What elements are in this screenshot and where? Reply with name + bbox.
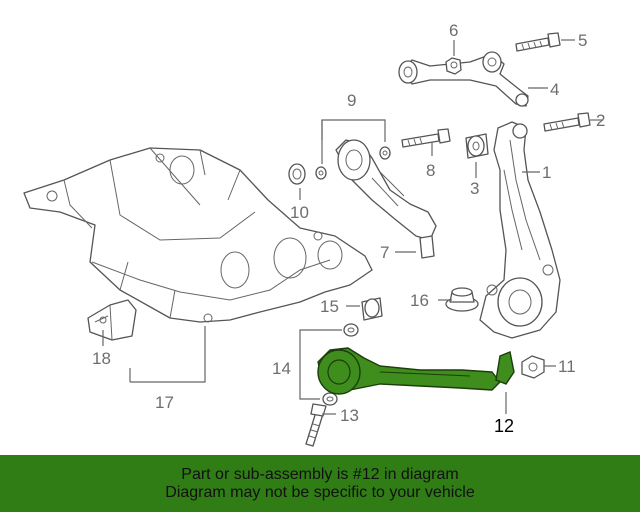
callout-6: 6 — [449, 21, 458, 40]
bushing-part-15[interactable] — [361, 297, 383, 321]
callout-16: 16 — [410, 291, 429, 310]
lower-control-arm-part-12[interactable] — [317, 347, 515, 395]
subframe-part-17[interactable] — [23, 147, 373, 323]
bolt-part-2[interactable] — [543, 112, 591, 132]
callout-14: 14 — [272, 359, 291, 378]
banner-line-part-note: Part or sub-assembly is #12 in diagram — [181, 465, 459, 483]
callout-11: 11 — [558, 357, 576, 376]
part-info-banner: Part or sub-assembly is #12 in diagram D… — [0, 455, 640, 512]
callout-1: 1 — [542, 163, 551, 182]
callout-18: 18 — [92, 349, 111, 368]
callout-7: 7 — [380, 243, 389, 262]
callout-2: 2 — [596, 111, 605, 130]
nut-part-11[interactable] — [521, 355, 545, 379]
washer-pair-part-14[interactable] — [322, 323, 359, 406]
steering-knuckle-part-1[interactable] — [479, 121, 561, 339]
callout-10: 10 — [290, 203, 309, 222]
upper-control-arm-part-4[interactable] — [398, 51, 529, 107]
nut-part-6[interactable] — [445, 57, 462, 75]
banner-line-disclaimer: Diagram may not be specific to your vehi… — [165, 483, 475, 501]
mount-bracket-part-18[interactable] — [87, 299, 137, 341]
leader-lines — [102, 39, 602, 415]
callout-17: 17 — [155, 393, 174, 412]
bushing-part-3[interactable] — [465, 133, 489, 159]
callout-3: 3 — [470, 179, 479, 198]
bolt-part-13[interactable] — [305, 403, 327, 447]
lower-arm-part-7[interactable] — [335, 139, 437, 259]
front-suspension-diagram: 2 1 3 4 5 6 7 8 9 10 11 12 13 14 15 16 1… — [23, 21, 605, 447]
callout-5: 5 — [578, 31, 587, 50]
callout-9: 9 — [347, 91, 356, 110]
callout-13: 13 — [340, 406, 359, 425]
bolt-part-8[interactable] — [401, 128, 451, 148]
callout-12: 12 — [494, 416, 514, 436]
callout-15: 15 — [320, 297, 339, 316]
callout-4: 4 — [550, 80, 559, 99]
bushing-part-10[interactable] — [288, 163, 306, 185]
washer-pair-part-9[interactable] — [315, 146, 391, 180]
callout-8: 8 — [426, 161, 435, 180]
bolt-part-5[interactable] — [515, 32, 561, 52]
mount-part-16[interactable] — [445, 287, 479, 312]
